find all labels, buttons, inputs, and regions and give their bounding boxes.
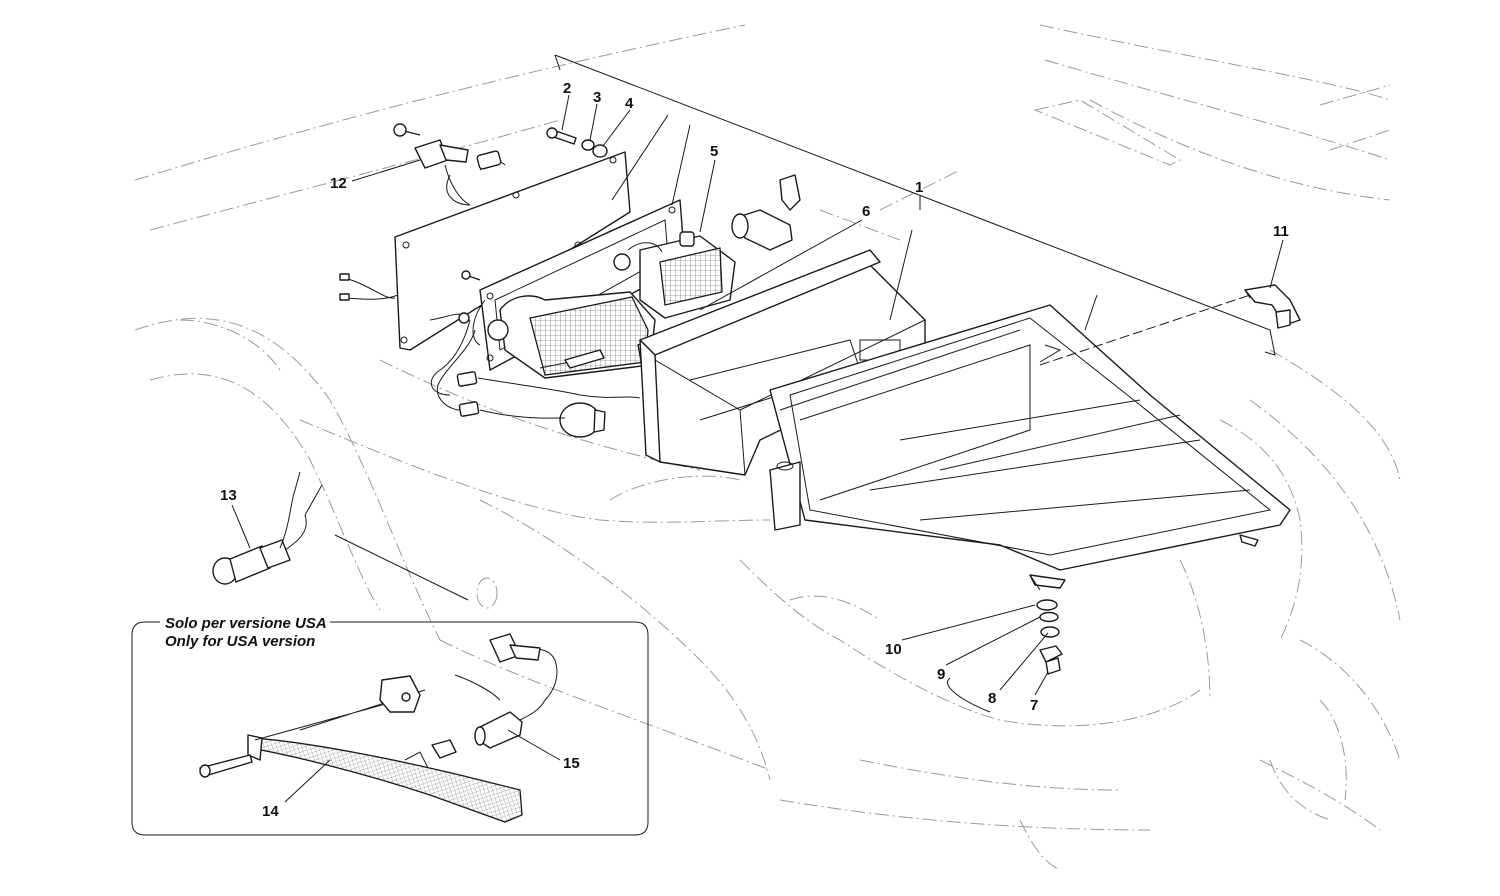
lamp-shroud [637, 249, 926, 476]
callout-3: 3 [593, 89, 601, 106]
headlamp-cover [769, 304, 1291, 591]
callout-14: 14 [262, 803, 279, 820]
callout-4: 4 [625, 95, 634, 112]
callout-7: 7 [1030, 697, 1038, 714]
indicator-lamp [487, 291, 656, 379]
callout-labels: 1 2 3 4 5 6 7 8 9 10 11 12 13 14 15 [220, 80, 1289, 820]
inset-caption-en: Only for USA version [165, 633, 315, 650]
wiring-harness [339, 161, 641, 419]
assembly-bracket-line [554, 54, 1276, 356]
callout-11: 11 [1273, 223, 1289, 240]
car-body-outline [134, 24, 1401, 871]
clip-11 [1244, 284, 1301, 329]
placement-lines [334, 114, 1251, 601]
callout-5: 5 [710, 143, 718, 160]
usa-inset: Solo per versione USA Only for USA versi… [131, 615, 649, 836]
inset-caption-it: Solo per versione USA [165, 615, 327, 632]
headlamp-unit [613, 231, 736, 319]
callout-12: 12 [330, 175, 347, 192]
callout-2: 2 [563, 80, 571, 97]
callout-6: 6 [862, 203, 870, 220]
fasteners [393, 123, 608, 324]
hardware-stack [1036, 599, 1063, 675]
callout-8: 8 [988, 690, 996, 707]
callout-9: 9 [937, 666, 945, 683]
leader-lines [231, 94, 1284, 803]
connector-12 [414, 139, 502, 206]
callout-13: 13 [220, 487, 237, 504]
callout-15: 15 [563, 755, 580, 772]
callout-1: 1 [915, 179, 923, 196]
callout-10: 10 [885, 641, 902, 658]
side-marker-13 [212, 471, 323, 585]
bulbs [559, 174, 801, 438]
